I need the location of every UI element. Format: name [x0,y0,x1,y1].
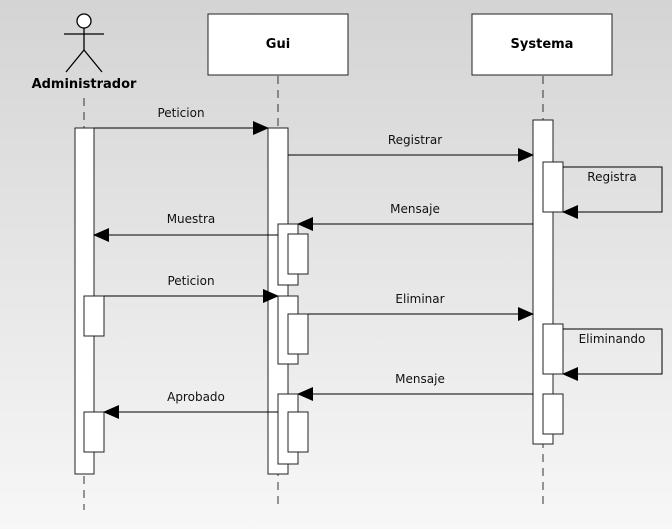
message-label: Peticion [157,106,204,120]
actor-name: Administrador [32,77,137,92]
actor-activation-nested [83,295,105,337]
self-message-arrow [562,328,663,381]
self-message-arrow [562,166,663,219]
system-participant-name: Systema [511,37,574,52]
gui-activation-nested [287,233,309,275]
message-label: Aprobado [167,390,225,404]
actor-stick-figure-icon [64,13,104,73]
system-activation-nested [542,393,564,435]
message-label: Mensaje [390,202,440,216]
message-label: Registra [587,170,636,184]
gui-participant-name: Gui [266,37,290,52]
gui-activation-nested [287,313,309,355]
message-label: Eliminar [395,292,444,306]
system-participant-box [471,13,613,76]
message-label: Eliminando [579,332,646,346]
message-label: Registrar [388,133,442,147]
system-activation-nested [542,323,564,375]
system-activation-nested [542,161,564,213]
actor-activation-nested [83,411,105,453]
message-label: Peticion [167,274,214,288]
gui-participant-box [207,13,349,76]
message-label: Muestra [167,212,216,226]
message-label: Mensaje [395,372,445,386]
gui-activation-nested [287,411,309,453]
